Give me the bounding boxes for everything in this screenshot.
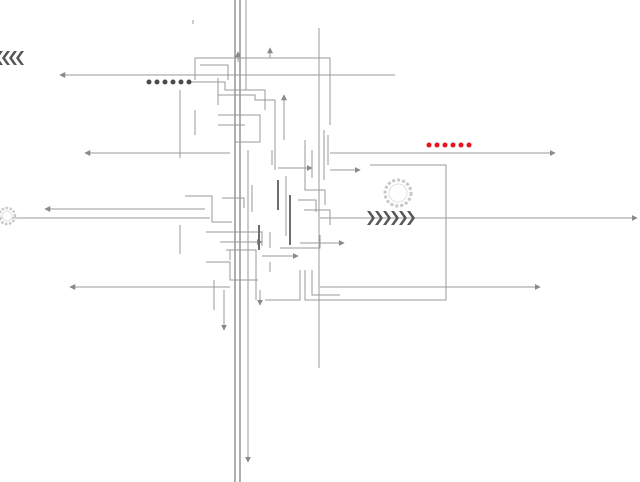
red-dot-row — [426, 142, 472, 148]
upper-frame — [179, 57, 331, 158]
right-inner-connectors — [278, 130, 361, 225]
red-dot — [458, 142, 464, 148]
gray-dot — [154, 79, 160, 85]
middle-step-connectors — [179, 185, 345, 331]
gray-dot — [162, 79, 168, 85]
gray-dot — [178, 79, 184, 85]
right-frame — [229, 164, 447, 301]
chevron-left-icon — [0, 51, 24, 65]
gray-dot — [146, 79, 152, 85]
red-dot — [442, 142, 448, 148]
red-dot — [466, 142, 472, 148]
gear-icon — [0, 206, 17, 226]
heavy-bars — [258, 176, 291, 250]
gear-icon — [383, 178, 413, 208]
gray-dot-row — [146, 79, 192, 85]
upper-step-connectors — [190, 47, 287, 170]
chevron-right-icon — [367, 211, 415, 225]
red-dot — [426, 142, 432, 148]
vertical-trunk-lines — [192, 0, 320, 482]
red-dot — [434, 142, 440, 148]
red-dot — [450, 142, 456, 148]
gray-dot — [186, 79, 192, 85]
gray-dot — [170, 79, 176, 85]
